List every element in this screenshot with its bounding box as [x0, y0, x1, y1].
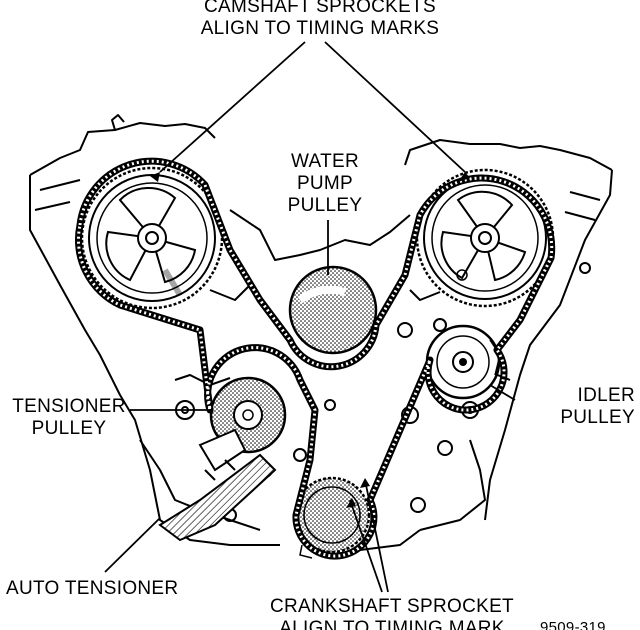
arrowhead-left-cam	[150, 172, 160, 182]
idler-pulley	[425, 324, 501, 400]
left-camshaft-sprocket	[80, 166, 224, 310]
camshaft-sprockets-label: CAMSHAFT SPROCKETS ALIGN TO TIMING MARKS	[170, 0, 470, 40]
tensioner-label-line1: TENSIONER	[12, 396, 126, 417]
arrowhead-right-cam	[458, 172, 470, 182]
callout-lines	[104, 41, 516, 593]
water-pump-label-line1: WATER	[291, 151, 359, 172]
water-pump-label-line3: PULLEY	[287, 195, 363, 216]
figure-code: 9509-319	[540, 619, 606, 630]
camshaft-label-line2: ALIGN TO TIMING MARKS	[200, 18, 440, 39]
crankshaft-label-line1: CRANKSHAFT SPROCKET	[270, 596, 514, 617]
crankshaft-sprocket-label: CRANKSHAFT SPROCKET ALIGN TO TIMING MARK	[232, 596, 552, 630]
camshaft-label-line1: CAMSHAFT SPROCKETS	[203, 0, 437, 17]
right-camshaft-sprocket	[415, 168, 555, 308]
tensioner-pulley-label: TENSIONER PULLEY	[4, 396, 134, 440]
idler-pulley-label: IDLER PULLEY	[520, 385, 635, 429]
tensioner-label-line2: PULLEY	[31, 418, 107, 439]
water-pump-label-line2: PUMP	[296, 173, 354, 194]
auto-tensioner-label: AUTO TENSIONER	[6, 578, 179, 599]
auto-tensioner	[158, 428, 277, 542]
idler-label-line2: PULLEY	[560, 407, 635, 428]
water-pump-pulley	[288, 265, 378, 355]
arrowhead-crank-2	[360, 478, 370, 488]
timing-belt	[74, 157, 556, 560]
crankshaft-label-line2: ALIGN TO TIMING MARK	[279, 618, 505, 630]
arrowhead-crank-1	[346, 498, 356, 508]
idler-label-line1: IDLER	[577, 385, 635, 406]
water-pump-pulley-label: WATER PUMP PULLEY	[270, 151, 380, 217]
